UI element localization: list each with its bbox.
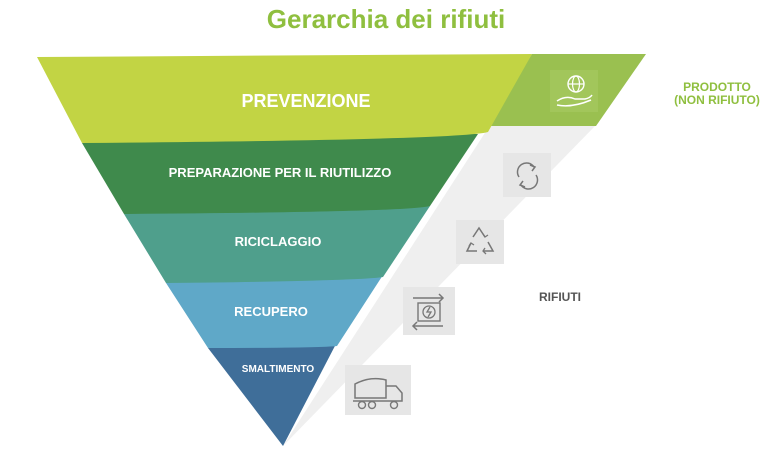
prodotto-label-line: PRODOTTO: [683, 80, 751, 94]
level-label-smaltimento: SMALTIMENTO: [242, 364, 315, 375]
garbage-truck-icon: [345, 365, 411, 415]
level-label-prevenzione: PREVENZIONE: [241, 91, 370, 111]
reuse-arrows-icon: [503, 153, 551, 197]
level-label-recupero: RECUPERO: [234, 304, 308, 319]
prodotto-label: PRODOTTO(NON RIFIUTO): [664, 81, 770, 107]
recycle-icon: [456, 220, 504, 264]
diagram-title: Gerarchia dei rifiuti: [266, 4, 506, 34]
level-smaltimento: [208, 342, 337, 446]
energy-recovery-icon: [403, 287, 455, 335]
prodotto-label-line: (NON RIFIUTO): [674, 93, 760, 107]
level-recupero: [166, 275, 383, 348]
level-label-preparazione: PREPARAZIONE PER IL RIUTILIZZO: [169, 165, 392, 180]
prodotto-label-text: PRODOTTO(NON RIFIUTO): [664, 81, 770, 107]
rifiuti-label: RIFIUTI: [539, 290, 581, 304]
hand-globe-icon: [550, 70, 598, 112]
level-preparazione: [82, 134, 478, 214]
level-prevenzione: [37, 54, 532, 143]
level-label-riciclaggio: RICICLAGGIO: [235, 234, 322, 249]
level-riciclaggio: [124, 206, 430, 283]
